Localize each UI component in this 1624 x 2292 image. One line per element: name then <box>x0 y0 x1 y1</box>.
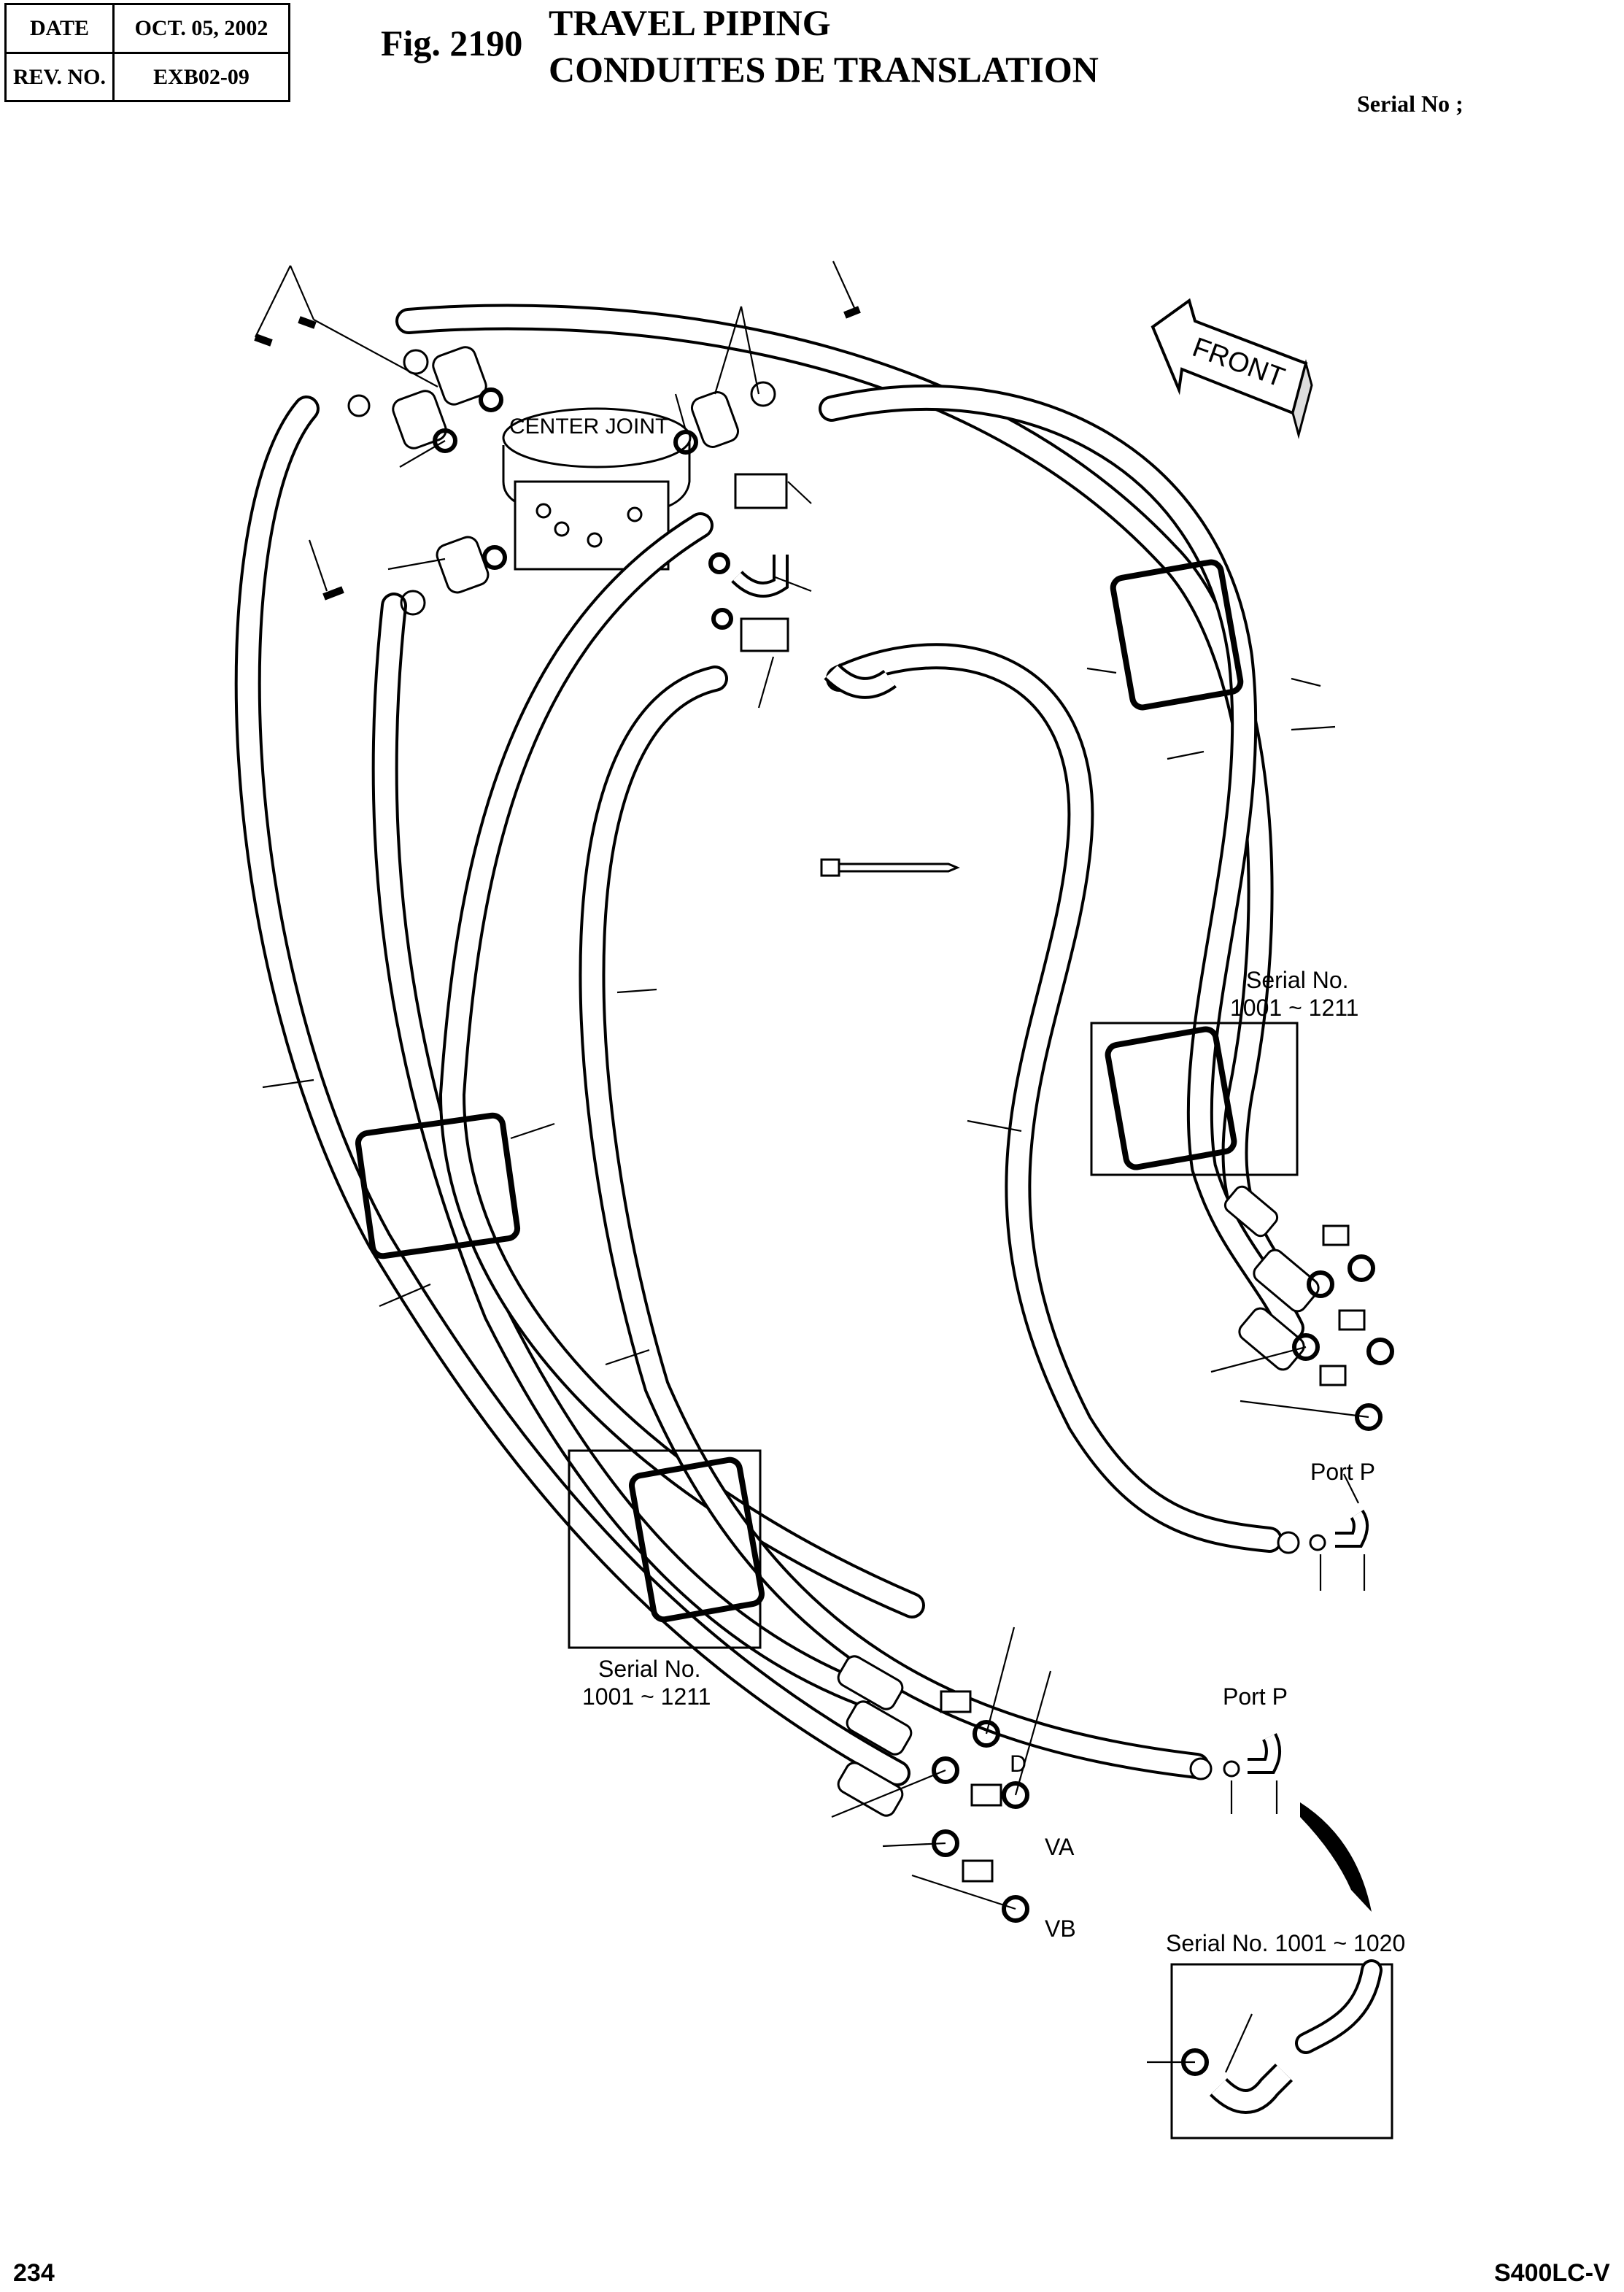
hose-clamp-lower <box>628 1456 765 1623</box>
figure-number: Fig. 2190 <box>381 23 523 63</box>
lower-port-fittings <box>837 1655 1029 1923</box>
rev-label: REV. NO. <box>13 64 106 89</box>
right-port-fittings <box>1223 1185 1394 1431</box>
port-va-label: VA <box>1045 1834 1075 1860</box>
serial-no-label-right: Serial No. <box>1246 967 1349 993</box>
serial-range-left: 1001 ~ 1211 <box>582 1683 711 1710</box>
leader-lines <box>255 261 1369 2073</box>
revision-table: DATE OCT. 05, 2002 REV. NO. EXB02-09 <box>4 3 290 102</box>
port-p-fitting-lower <box>1189 1733 1281 1780</box>
serial-inset-label: Serial No. 1001 ~ 1020 <box>1166 1930 1405 1956</box>
page-number: 234 <box>13 2259 55 2287</box>
title-english: TRAVEL PIPING <box>549 2 831 43</box>
hose-bundle-left <box>234 395 1210 1786</box>
detail-arrow <box>1300 1802 1372 1912</box>
hose-clamp-mid-left <box>355 1112 521 1259</box>
model-number: S400LC-V <box>1494 2259 1610 2287</box>
front-arrow: FRONT <box>1151 298 1313 439</box>
date-value: OCT. 05, 2002 <box>134 16 268 40</box>
detail-box-left <box>568 1449 762 1649</box>
fittings-center <box>708 473 897 699</box>
table-divider-horizontal <box>7 52 288 54</box>
bolts <box>254 306 861 601</box>
port-vb-label: VB <box>1045 1915 1076 1942</box>
date-label: DATE <box>29 16 90 40</box>
hose-clamp-upper-right <box>1110 559 1244 711</box>
port-p-label-lower: Port P <box>1223 1683 1288 1710</box>
cable-tie <box>820 858 960 877</box>
serial-no-label-left: Serial No. <box>598 1656 701 1682</box>
port-d-label: D <box>1010 1751 1026 1777</box>
inset-detail <box>1170 1959 1393 2139</box>
detail-box-right <box>1090 1022 1299 1176</box>
rev-value: EXB02-09 <box>153 64 250 89</box>
serial-number-label: Serial No ; <box>1357 90 1463 117</box>
serial-range-right: 1001 ~ 1211 <box>1230 995 1358 1021</box>
title-french: CONDUITES DE TRANSLATION <box>549 49 1099 90</box>
port-p-label-upper: Port P <box>1310 1459 1375 1485</box>
port-p-fitting-upper <box>1277 1509 1369 1554</box>
center-joint-label: CENTER JOINT <box>509 414 668 439</box>
hose-clamp-right-detail <box>1105 1026 1237 1170</box>
center-joint: CENTER JOINT <box>502 407 692 571</box>
flange-group <box>347 346 776 616</box>
